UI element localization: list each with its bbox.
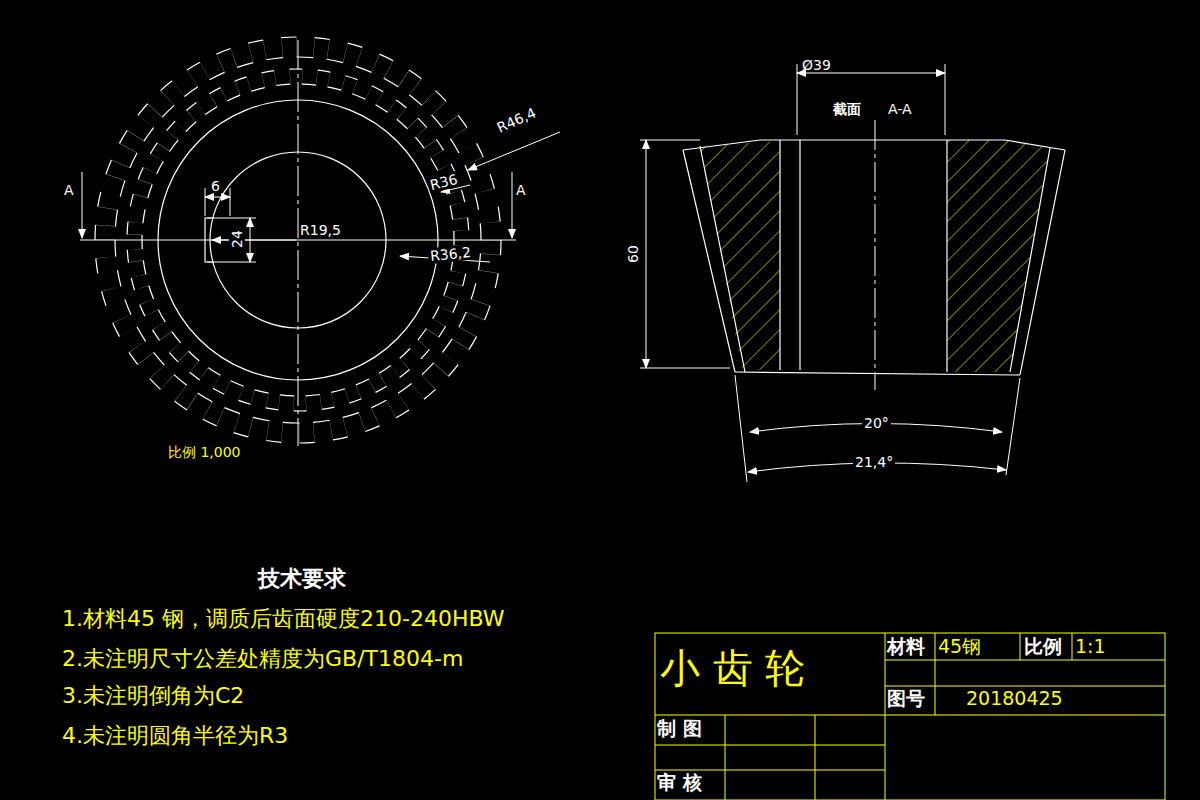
dimension-text: Ø39 [802, 57, 831, 73]
part-name: 小 齿 轮 [660, 645, 805, 691]
scale-note: 比例 1,000 [168, 444, 241, 460]
section-view [640, 64, 1065, 482]
dimension-text: 21,4° [853, 454, 895, 470]
table-cell: 图号 [887, 688, 925, 710]
table-cell: 制 图 [657, 718, 702, 740]
title-block [655, 633, 1165, 800]
note-line: 2.未注明尺寸公差处精度为GB/T1804-m [62, 646, 463, 671]
section-title: 截面 [833, 101, 861, 117]
table-cell: 材料 [887, 636, 925, 658]
section-mark: A [64, 182, 74, 198]
note-line: 4.未注明圆角半径为R3 [62, 723, 288, 748]
section-title: A-A [888, 101, 912, 117]
note-line: 1.材料45 钢，调质后齿面硬度210-240HBW [62, 606, 505, 631]
section-mark: A [516, 182, 526, 198]
centre-lines [80, 40, 516, 446]
note-line: 3.未注明倒角为C2 [62, 683, 244, 708]
dimension-text: 60 [625, 243, 641, 265]
table-cell: 比例 [1024, 636, 1062, 658]
dimension-text: R36,2 [427, 244, 473, 265]
dimension-text: 24 [229, 228, 245, 250]
table-cell: 审 核 [657, 772, 702, 794]
dimension-text: R46,4 [493, 104, 541, 137]
table-cell: 45钢 [938, 636, 981, 658]
table-cell: 20180425 [966, 688, 1063, 710]
dimension-text: 20° [862, 415, 891, 431]
table-cell: 1:1 [1075, 636, 1106, 658]
dimension-lines [205, 132, 560, 262]
dimension-text: R36 [427, 170, 462, 193]
dimension-text: R19,5 [300, 222, 341, 238]
dimension-text: 6 [211, 178, 220, 194]
notes-heading: 技术要求 [258, 566, 346, 591]
